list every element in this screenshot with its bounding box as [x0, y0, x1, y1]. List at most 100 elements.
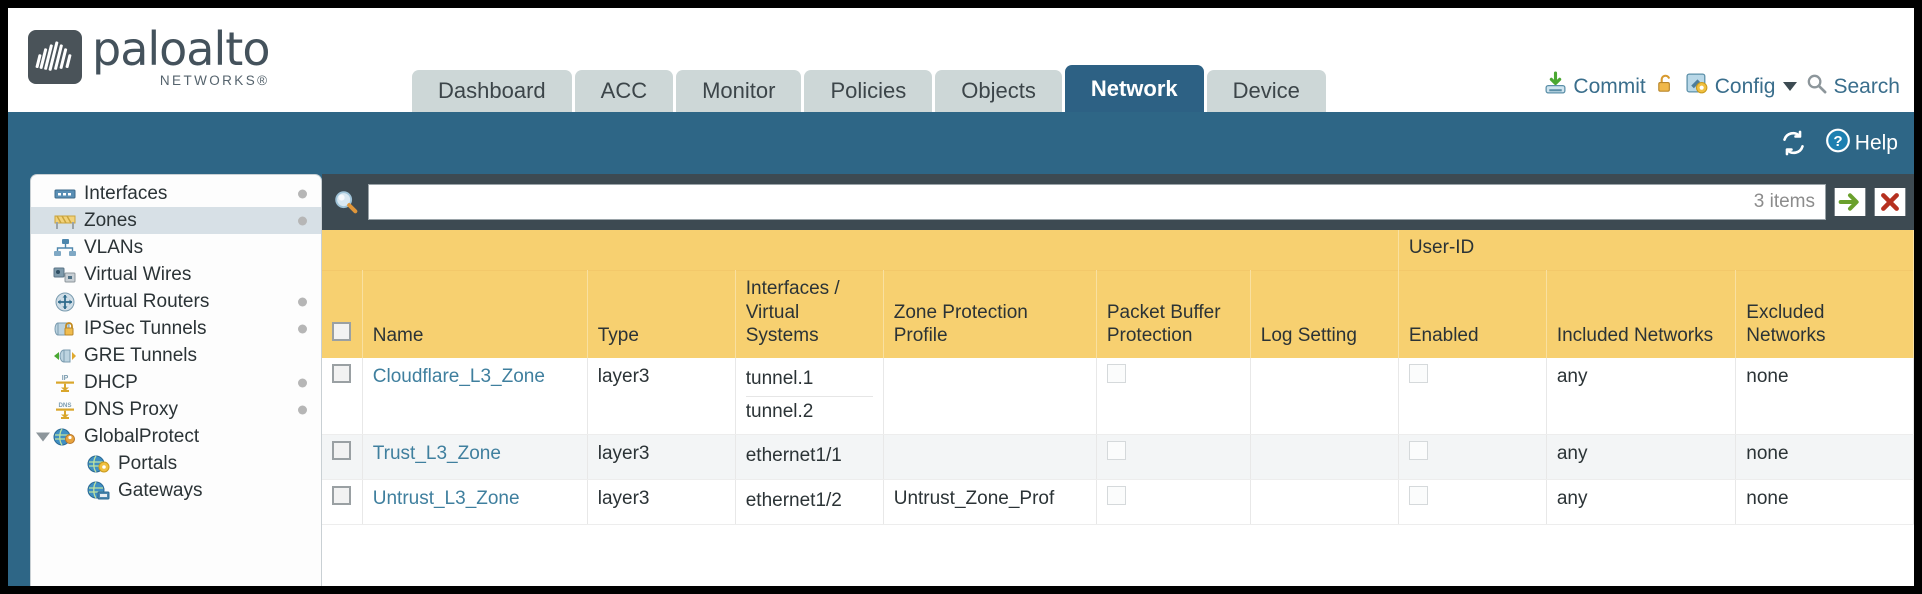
sidebar-item-virtual-wires[interactable]: Virtual Wires	[31, 261, 321, 288]
magnifier-icon	[1805, 72, 1828, 101]
packet-buffer-protection-cell[interactable]	[1096, 479, 1251, 525]
sidebar-item-ipsec-tunnels[interactable]: IPSec Tunnels	[31, 315, 321, 342]
userid-enabled-checkbox[interactable]	[1408, 364, 1428, 383]
lock-icon	[1654, 72, 1677, 101]
zone-name-link[interactable]: Cloudflare_L3_Zone	[372, 366, 545, 387]
interface-entry: ethernet1/2	[745, 489, 842, 511]
packet-buffer-protection-cell[interactable]	[1096, 434, 1251, 480]
zone-name-cell[interactable]: Cloudflare_L3_Zone	[362, 358, 588, 436]
commit-button[interactable]: Commit	[1543, 71, 1646, 102]
sidebar-item-interfaces[interactable]: Interfaces	[31, 180, 321, 207]
zone-interfaces-cell: ethernet1/1	[735, 434, 884, 480]
interfaces-icon	[53, 184, 77, 204]
column-header-included-networks[interactable]: Included Networks	[1546, 269, 1737, 358]
row-checkbox[interactable]	[332, 485, 351, 505]
sidebar-item-label: GlobalProtect	[84, 425, 200, 447]
row-checkbox[interactable]	[332, 364, 351, 383]
zone-protection-profile-cell: Untrust_Zone_Prof	[883, 479, 1097, 525]
zone-name-cell[interactable]: Untrust_L3_Zone	[362, 479, 588, 525]
filter-toolbar: 3 items	[322, 174, 1914, 230]
tab-acc[interactable]: ACC	[574, 70, 674, 112]
userid-enabled-cell[interactable]	[1398, 479, 1547, 525]
tab-network[interactable]: Network	[1064, 65, 1204, 112]
row-checkbox-cell[interactable]	[322, 479, 363, 525]
sidebar-item-portals[interactable]: Portals	[31, 450, 321, 477]
tab-dashboard[interactable]: Dashboard	[412, 70, 572, 112]
userid-enabled-cell[interactable]	[1398, 434, 1547, 480]
search-label: Search	[1833, 74, 1900, 98]
config-label: Config	[1714, 74, 1776, 98]
tab-monitor[interactable]: Monitor	[676, 70, 802, 112]
sidebar-item-label: GRE Tunnels	[84, 344, 197, 366]
help-button[interactable]: ? Help	[1825, 128, 1898, 159]
refresh-icon[interactable]	[1780, 130, 1807, 157]
userid-enabled-checkbox[interactable]	[1408, 441, 1428, 461]
packet-buffer-protection-checkbox[interactable]	[1106, 485, 1126, 505]
tab-policies[interactable]: Policies	[804, 70, 933, 112]
config-menu[interactable]: Config	[1685, 71, 1798, 102]
sidebar-item-gre-tunnels[interactable]: GRE Tunnels	[31, 342, 321, 369]
select-all-checkbox[interactable]	[332, 322, 351, 342]
sidebar-item-vlans[interactable]: VLANs	[31, 234, 321, 261]
sidebar-item-label: DHCP	[84, 371, 138, 393]
packet-buffer-protection-checkbox[interactable]	[1106, 364, 1126, 383]
included-networks-cell: any	[1546, 358, 1737, 436]
sidebar-item-zones[interactable]: Zones	[31, 207, 321, 234]
zone-type-cell: layer3	[587, 479, 736, 525]
sidebar-item-dhcp[interactable]: IP DHCP	[31, 369, 321, 396]
log-setting-cell	[1250, 479, 1399, 525]
search-input[interactable]	[379, 191, 1742, 213]
column-header-zone-protection-profile[interactable]: Zone Protection Profile	[883, 269, 1097, 358]
zone-name-link[interactable]: Trust_L3_Zone	[372, 443, 501, 465]
userid-enabled-checkbox[interactable]	[1408, 485, 1428, 505]
expand-collapse-triangle-icon[interactable]	[36, 432, 50, 441]
lock-button[interactable]	[1654, 72, 1677, 101]
column-header-name[interactable]: Name	[362, 269, 588, 358]
clear-x-icon[interactable]	[1874, 186, 1906, 218]
zone-name-cell[interactable]: Trust_L3_Zone	[362, 434, 588, 480]
sub-toolbar-actions: ? Help	[1780, 128, 1898, 159]
row-checkbox-cell[interactable]	[322, 434, 363, 480]
zone-type-cell: layer3	[587, 434, 736, 480]
sidebar-item-globalprotect[interactable]: GlobalProtect	[31, 423, 321, 450]
sidebar-item-label: Portals	[118, 452, 178, 474]
packet-buffer-protection-checkbox[interactable]	[1106, 441, 1126, 461]
apply-arrow-icon[interactable]	[1834, 186, 1866, 218]
sidebar-item-label: DNS Proxy	[84, 398, 178, 420]
row-checkbox[interactable]	[332, 441, 351, 461]
sidebar-item-virtual-routers[interactable]: Virtual Routers	[31, 288, 321, 315]
sidebar-item-gateways[interactable]: Gateways	[31, 477, 321, 504]
column-header-enabled[interactable]: Enabled	[1398, 269, 1547, 358]
column-header-type[interactable]: Type	[587, 269, 736, 358]
packet-buffer-protection-cell[interactable]	[1096, 358, 1251, 436]
userid-enabled-cell[interactable]	[1398, 358, 1547, 436]
table-row[interactable]: Untrust_L3_Zone layer3 ethernet1/2 Untrust_…	[322, 479, 1914, 525]
brand-name: paloalto	[92, 22, 270, 76]
column-header-log-setting[interactable]: Log Setting	[1250, 269, 1399, 358]
column-header-interfaces-virtual-systems[interactable]: Interfaces / Virtual Systems	[735, 269, 884, 358]
tab-objects[interactable]: Objects	[935, 70, 1062, 112]
svg-text:IP: IP	[62, 375, 69, 382]
tab-device[interactable]: Device	[1206, 70, 1326, 112]
included-networks-cell: any	[1546, 434, 1737, 480]
paloalto-logo-icon	[28, 29, 82, 84]
sidebar-status-dot	[298, 324, 307, 333]
sidebar-status-dot	[298, 378, 307, 387]
magnifier-icon[interactable]	[332, 188, 360, 216]
column-header-packet-buffer-protection[interactable]: Packet Buffer Protection	[1096, 269, 1251, 358]
search-button[interactable]: Search	[1805, 72, 1900, 101]
zone-name-link[interactable]: Untrust_L3_Zone	[372, 487, 520, 509]
row-checkbox-cell[interactable]	[322, 358, 363, 436]
globalprotect-icon	[53, 427, 77, 447]
column-header-excluded-networks[interactable]: Excluded Networks	[1735, 269, 1914, 358]
brand-logo: paloalto NETWORKS®	[28, 22, 270, 88]
brand-tagline: NETWORKS®	[159, 73, 270, 88]
